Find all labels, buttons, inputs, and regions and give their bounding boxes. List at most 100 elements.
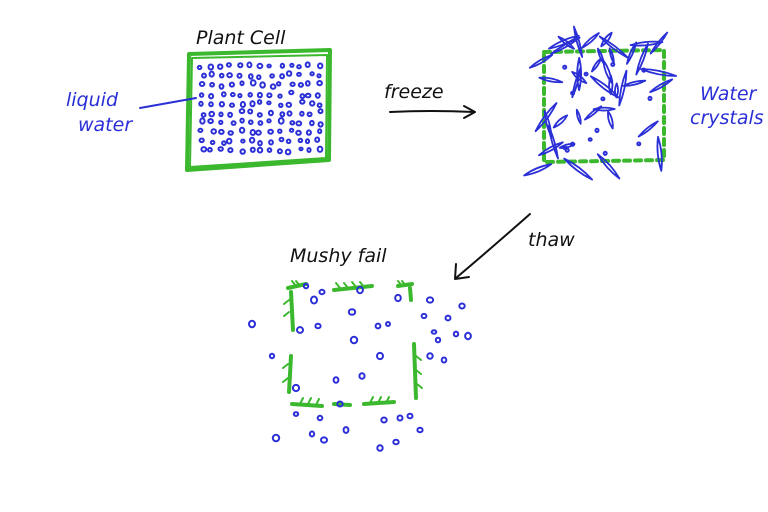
water-droplet (295, 129, 302, 136)
water-droplet (256, 112, 263, 118)
water-droplet (279, 62, 286, 69)
liquid-water-callout: liquid water (66, 89, 197, 136)
ice-crystal-shard (607, 110, 614, 130)
leaked-water-droplet (347, 308, 357, 316)
water-droplet (304, 138, 311, 145)
water-droplet (256, 91, 263, 99)
water-droplet (226, 137, 233, 145)
water-droplet (306, 147, 312, 153)
leaked-water-droplet (358, 372, 366, 380)
water-droplet (228, 81, 235, 88)
ice-crystal-shard (557, 35, 575, 50)
freeze-arrow-shaft (389, 110, 475, 113)
cell-wall-hatch-mark (315, 398, 320, 406)
ice-crystal-shard (640, 68, 678, 77)
ice-crystal-dot (636, 141, 642, 147)
leaked-water-droplet (374, 322, 382, 330)
water-droplet (296, 64, 302, 70)
water-droplet (277, 93, 283, 99)
water-droplet (221, 91, 227, 98)
ice-crystal-shard (649, 31, 669, 55)
water-droplet (227, 130, 234, 136)
water-droplet (207, 146, 213, 153)
cell-wall-hatch-mark (369, 396, 374, 404)
ice-crystal-shard (523, 163, 553, 177)
leaked-water-droplet (380, 416, 388, 424)
cell-wall-hatch-mark (397, 280, 403, 287)
cell-wall-hatch-mark (307, 397, 312, 405)
leaked-water-droplet (308, 430, 316, 438)
liquid-water-dots (196, 61, 324, 156)
leaked-water-droplet (394, 293, 402, 303)
water-droplet (297, 137, 304, 144)
leaked-water-droplet (336, 400, 344, 408)
water-droplet (296, 71, 302, 77)
water-droplet (239, 117, 245, 124)
water-droplet (286, 110, 293, 117)
water-droplet (218, 128, 225, 135)
ice-crystal-shard (600, 31, 613, 48)
cell-wall-hatch-mark (282, 363, 289, 369)
water-droplet (198, 100, 204, 107)
water-droplet (207, 118, 214, 125)
cell-wall-hatch-mark (343, 282, 349, 289)
water-droplet (316, 73, 322, 79)
water-droplet (284, 148, 292, 156)
water-droplet (198, 137, 205, 144)
freeze-transition: freeze (384, 81, 476, 119)
water-droplet (267, 128, 274, 135)
ice-crystal-shard (581, 32, 600, 49)
water-droplet (198, 81, 206, 87)
water-droplet (229, 102, 235, 108)
water-droplet (316, 145, 324, 153)
water-droplet (209, 139, 216, 146)
water-droplet (256, 74, 262, 81)
leaked-water-droplet (318, 288, 326, 296)
water-droplet (256, 62, 264, 70)
water-droplet (248, 73, 254, 80)
leaked-water-droplet (416, 426, 424, 434)
cell-wall-hatch-mark (359, 281, 365, 288)
leaked-water-droplet (444, 314, 452, 322)
cell-wall-hatch-mark (416, 383, 423, 389)
ice-crystal-dot (570, 141, 576, 147)
ice-crystal-shard (571, 67, 582, 99)
water-droplet (266, 100, 272, 106)
leaked-water-droplet (292, 411, 300, 417)
ice-crystal-shard (558, 142, 576, 149)
ice-crystal-shard (538, 141, 564, 157)
water-droplet (236, 72, 243, 79)
water-droplet (314, 92, 321, 99)
ice-crystal-shard (608, 74, 614, 96)
leaked-water-droplet (291, 383, 301, 393)
water-droplet (208, 70, 215, 78)
liquid-water-label-line1: liquid (66, 89, 119, 111)
leaked-water-droplet (434, 336, 442, 344)
thaw-label: thaw (528, 229, 575, 251)
leaked-water-droplet (440, 356, 448, 364)
leaked-water-droplet (458, 302, 466, 310)
water-droplet (309, 119, 315, 127)
leaked-water-droplet (356, 285, 364, 295)
ice-crystal-dot (570, 90, 576, 96)
water-droplet (266, 118, 272, 124)
leaked-water-droplet (271, 433, 281, 443)
water-droplet (239, 148, 246, 155)
water-droplet (285, 101, 293, 108)
water-droplet (256, 146, 264, 154)
ice-crystal-shard (637, 120, 659, 138)
freeze-arrowhead-icon (463, 105, 476, 119)
water-droplet (317, 121, 324, 128)
leaked-water-dots (248, 282, 472, 452)
ice-crystal-shard (629, 40, 664, 47)
water-droplet (304, 61, 311, 68)
water-droplet (247, 92, 253, 98)
plant-cell-label: Plant Cell (196, 27, 286, 49)
water-droplet (295, 120, 303, 127)
cell-wall-hatch-mark (415, 355, 422, 361)
water-droplet (256, 99, 263, 105)
water-droplet (237, 62, 244, 69)
water-droplet (299, 98, 306, 105)
